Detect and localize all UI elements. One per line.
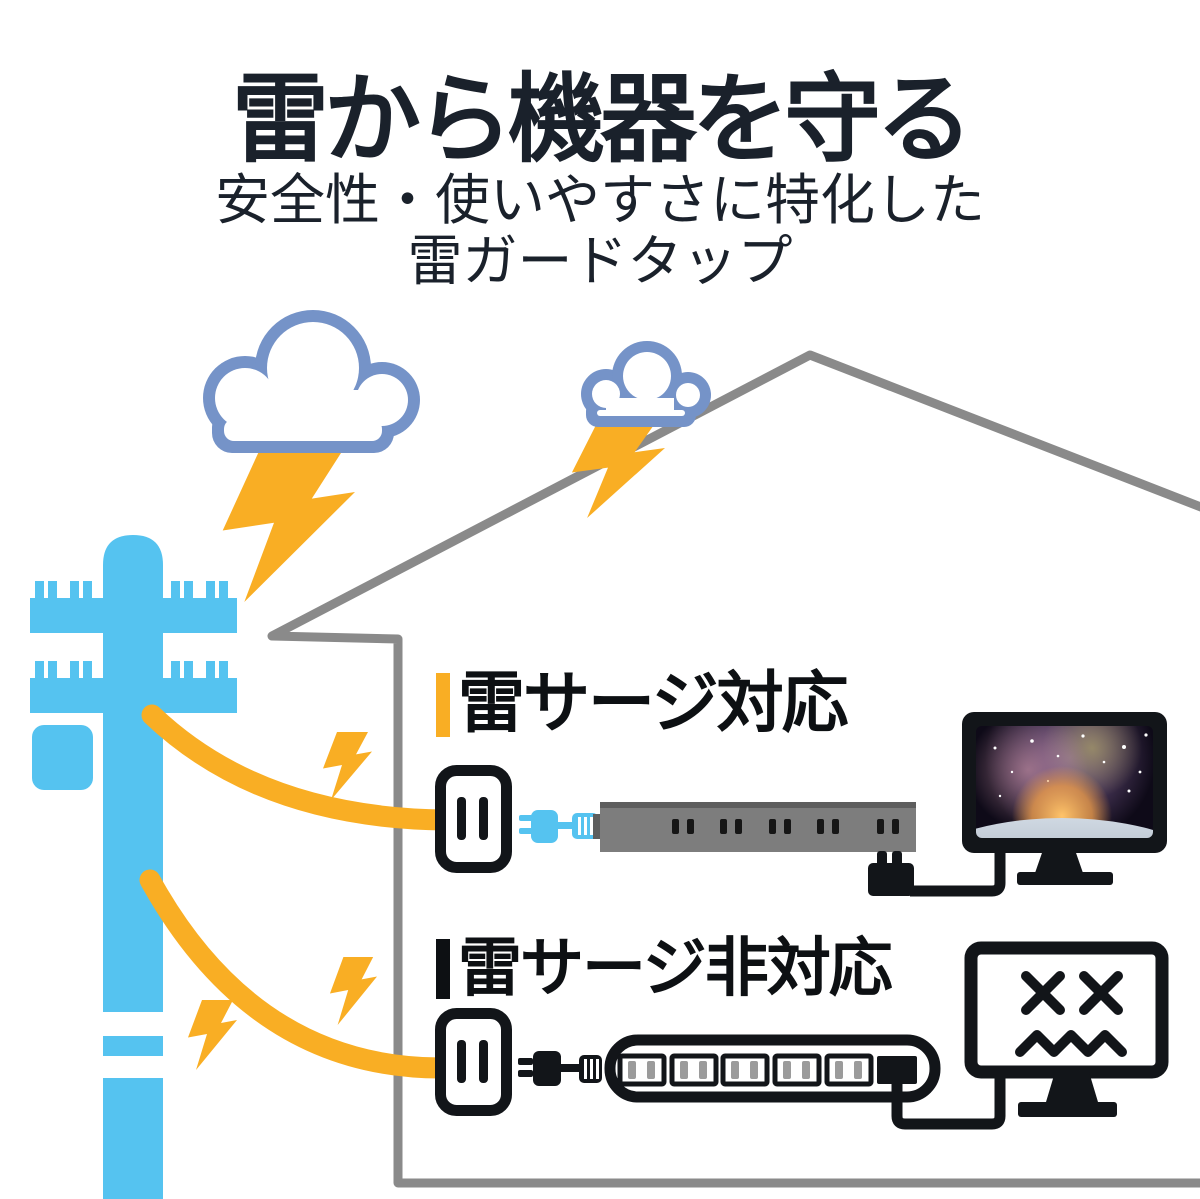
storm-cloud-large-icon [203,310,420,453]
transformer-box [32,725,93,790]
lightning-bolt-small-2-icon [329,957,377,1026]
wall-outlet-icon [435,1008,512,1116]
monitor-power-cord [891,1077,1006,1130]
power-cable-upper [141,704,456,831]
dead-face-icon [1015,971,1127,1057]
unprotected-row [435,941,1169,1130]
page-title: 雷から機器を守る [232,65,973,174]
utility-pole-icon [30,535,237,1199]
surge-protected-row [435,712,1167,897]
house-outline [267,350,1200,1188]
lightning-bolt-large-icon [222,448,355,602]
not-surge-protected-label: 雷サージ非対応 [436,932,893,1004]
subtitle-line-1: 安全性・使いやすさに特化した [214,169,985,231]
plain-plug-icon [518,1051,602,1086]
monitor-screen-space-image [976,726,1153,838]
surge-protected-label-text: 雷サージ対応 [458,666,849,741]
surge-protected-label: 雷サージ対応 [436,666,849,741]
subtitle-line-2: 雷ガードタップ [407,230,793,292]
device-plug-icon [868,851,914,896]
monitor-power-cord [910,852,1006,897]
power-cable-lower [139,869,456,1079]
storm-cloud-small-icon [581,341,711,427]
wall-outlet-icon [435,765,512,873]
not-surge-protected-label-text: 雷サージ非対応 [458,932,893,1004]
label-marker-black [436,939,450,999]
power-cables [139,704,456,1079]
plain-power-strip-icon [604,1034,941,1103]
lightning-bolt-small-3-icon [188,1000,237,1070]
lightning-bolt-small-1-icon [323,732,372,801]
broken-monitor-icon [964,941,1169,1117]
label-marker-yellow [436,673,450,737]
surge-power-strip-icon [593,802,916,852]
working-monitor-icon [962,712,1167,885]
plugged-connector [877,1056,917,1084]
